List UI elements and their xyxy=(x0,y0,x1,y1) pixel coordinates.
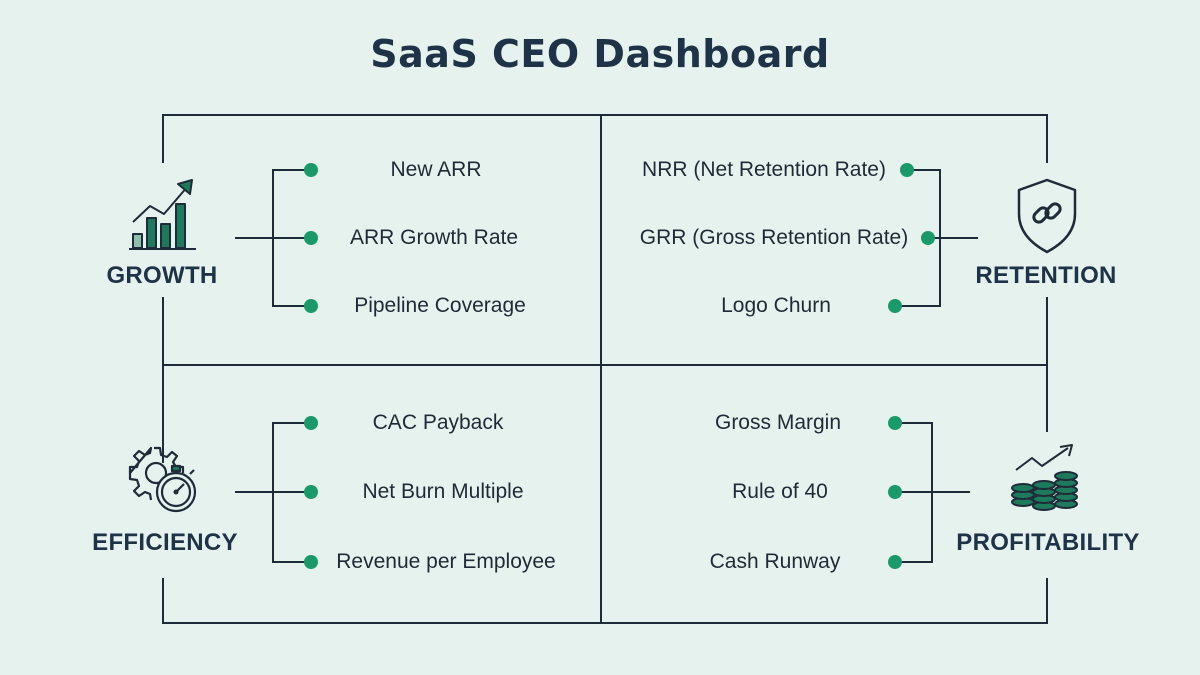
quadrant-label-efficiency: EFFICIENCY xyxy=(92,529,238,556)
metric-bullet-dot xyxy=(888,299,902,313)
metric-bullet-dot xyxy=(921,231,935,245)
metric-revenue-per-employee: Revenue per Employee xyxy=(336,550,556,573)
shield-link-icon xyxy=(1017,178,1077,254)
quadrant-label-retention: RETENTION xyxy=(975,262,1117,289)
metric-bullet-dot xyxy=(304,416,318,430)
metric-new-arr: New ARR xyxy=(390,158,482,181)
metric-logo-churn: Logo Churn xyxy=(721,294,831,317)
quadrant-label-growth: GROWTH xyxy=(106,262,218,289)
coin-stacks-growth-icon xyxy=(1011,444,1078,511)
metric-bullet-dot xyxy=(888,485,902,499)
metric-cash-runway: Cash Runway xyxy=(709,550,841,573)
frame-bottom xyxy=(162,578,1048,624)
metric-bullet-dot xyxy=(304,163,318,177)
metric-bullet-dot xyxy=(304,231,318,245)
metric-bullet-dot xyxy=(888,555,902,569)
frame-top xyxy=(162,114,1048,163)
metric-gross-margin: Gross Margin xyxy=(714,411,842,434)
page-title: SaaS CEO Dashboard xyxy=(370,32,830,76)
metric-bullet-dot xyxy=(304,555,318,569)
metric-bullet-dot xyxy=(900,163,914,177)
bar-chart-growth-icon xyxy=(129,179,196,250)
metric-grr: GRR (Gross Retention Rate) xyxy=(639,226,909,249)
metric-rule-of-40: Rule of 40 xyxy=(732,480,828,503)
metric-nrr: NRR (Net Retention Rate) xyxy=(642,158,886,181)
metric-bullet-dot xyxy=(304,485,318,499)
quadrant-label-profitability: PROFITABILITY xyxy=(956,529,1140,556)
metric-pipeline-coverage: Pipeline Coverage xyxy=(354,294,526,317)
metric-bullet-dot xyxy=(304,299,318,313)
metric-net-burn-multiple: Net Burn Multiple xyxy=(362,480,524,503)
metric-arr-growth-rate: ARR Growth Rate xyxy=(349,226,519,249)
metric-cac-payback: CAC Payback xyxy=(372,411,504,434)
metric-bullet-dot xyxy=(888,416,902,430)
gear-stopwatch-icon xyxy=(128,446,197,513)
